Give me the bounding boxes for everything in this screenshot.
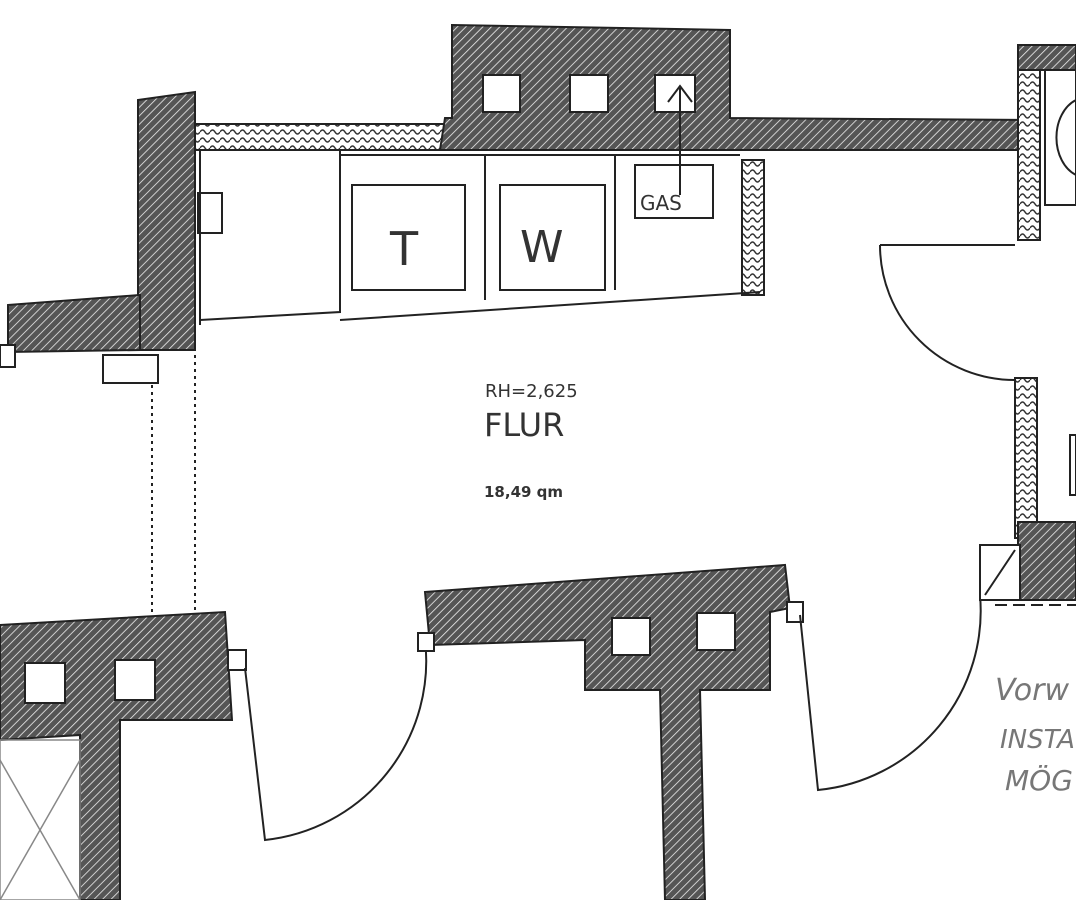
washer-label: W — [520, 222, 564, 273]
handwritten-note: Vorw INSTA MÖG — [995, 673, 1075, 797]
dryer-box: T — [351, 184, 466, 291]
wall-lower-middle — [417, 563, 804, 900]
door-swing-lower-middle — [799, 594, 982, 792]
wall-upper-left — [0, 90, 446, 384]
gas-label: GAS — [640, 191, 682, 215]
door-swing-right — [879, 244, 1016, 381]
washer-box: W — [499, 184, 606, 291]
wall-lower-right — [979, 521, 1076, 606]
room-height-label: RH=2,625 — [485, 381, 578, 402]
note-line-1: Vorw — [995, 673, 1069, 708]
wall-upper-right — [741, 44, 1076, 539]
gas-box: GAS — [634, 84, 714, 219]
dryer-label: T — [389, 222, 419, 276]
laundry-niche — [151, 150, 761, 615]
wall-lower-left — [0, 610, 247, 900]
note-line-2: INSTA — [1000, 725, 1075, 755]
room-area: 18,49 qm — [484, 483, 563, 501]
chimney-block-top — [438, 23, 1031, 151]
door-swing-lower-left — [244, 639, 428, 842]
room-name: FLUR — [484, 406, 564, 444]
note-line-3: MÖG — [1005, 763, 1073, 797]
